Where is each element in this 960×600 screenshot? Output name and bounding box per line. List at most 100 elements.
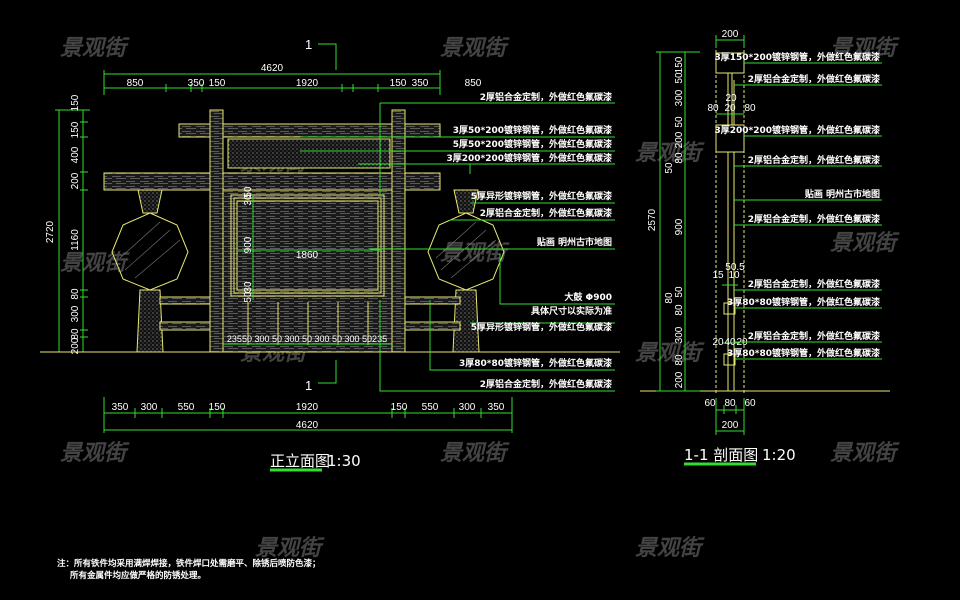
dim-top: 150 [209,78,226,89]
dim-section-left: 50 [664,162,675,174]
drum-right [427,212,505,291]
annotation-label: 具体尺寸以实际为准 [530,305,612,317]
annotation-label: 3厚50*200镀锌钢管，外做红色氟碳漆 [453,124,612,136]
dim-frame-width: 1860 [296,250,319,261]
note-line: 注：所有铁件均采用满焊焊接，铁件焊口处需磨平、除锈后喷防色漆； [57,558,321,569]
dim-section-top: 200 [722,29,739,40]
dim-left: 200 [70,337,81,354]
dim-bottom: 300 [459,402,476,413]
dim-section-inner: 40 [724,337,736,348]
elevation-title: 正立面图 [270,452,330,470]
section-scale: 1:20 [762,446,796,464]
dim-bottom: 150 [391,402,408,413]
dim-frame: 50 [243,291,254,303]
dim-section-left: 80 [674,304,685,316]
watermark: 景观街 [635,341,705,366]
dim-section-left: 300 [674,326,685,343]
dim-section-inner: 50.5 [725,262,745,273]
annotation-label: 3厚200*200镀锌钢管，外做红色氟碳漆 [714,124,880,136]
dim-bottom: 350 [488,402,505,413]
annotation-label: 2厚铝合金定制，外做红色氟碳漆 [748,278,880,290]
annotation-label: 3厚80*80镀锌钢管，外做红色氟碳漆 [727,347,880,359]
watermark: 景观街 [830,441,900,466]
dim-left: 150 [70,94,81,111]
dim-section-inner: 10 [728,270,740,281]
drum-left [111,212,189,291]
annotation-label: 2厚铝合金定制，外做红色氟碳漆 [748,330,880,342]
watermark: 景观街 [830,231,900,256]
dim-top: 350 [412,78,429,89]
dim-top: 850 [127,78,144,89]
dim-frame: 900 [243,236,254,253]
dim-section-inner: 20 [724,103,736,114]
dim-left: 1160 [70,229,81,251]
dim-bottom: 150 [209,402,226,413]
dim-frame: 50 [243,186,254,198]
watermark: 景观街 [255,536,325,561]
dim-section-inner: 80 [707,103,719,114]
dim-bottom: 300 [141,402,158,413]
dim-bottom: 1920 [296,402,319,413]
dim-section-inner: 20 [712,337,724,348]
dim-section-left: 50 [674,72,685,84]
dim-top: 1920 [296,78,319,89]
dim-section-height: 2570 [647,208,658,231]
dim-section-bottom: 80 [724,398,736,409]
dim-left: 80 [70,288,81,300]
dim-section-left: 80 [664,292,675,304]
dim-top: 150 [390,78,407,89]
annotation-label: 5厚异形镀锌钢管，外做红色氟碳漆 [471,190,612,202]
annotation-label: 3厚150*200镀锌钢管，外做红色氟碳漆 [714,51,880,63]
annotation-label: 5厚异形镀锌钢管，外做红色氟碳漆 [471,321,612,333]
annotation-label: 3厚200*200镀锌钢管，外做红色氟碳漆 [446,152,612,164]
dim-section-inner: 80 [744,103,756,114]
section-mark-bottom: 1 [305,378,312,393]
dim-section-left: 80 [674,354,685,366]
dim-left: 150 [70,121,81,138]
watermark: 景观街 [830,36,900,61]
dim-section-left: 80 [674,152,685,164]
note-line: 所有金属件均应做严格的防锈处理。 [69,570,206,581]
dim-overall-height: 2720 [45,220,56,243]
dim-left: 400 [70,146,81,163]
annotation-label: 2厚铝合金定制，外做红色氟碳漆 [480,91,612,103]
watermark: 景观街 [440,241,510,266]
dim-top: 350 [188,78,205,89]
dim-bottom: 550 [422,402,439,413]
watermark: 景观街 [60,36,130,61]
annotation-label: 贴画 明州古市地图 [805,188,880,200]
dim-section-left: 300 [674,89,685,106]
watermark: 景观街 [440,36,510,61]
annotation-label: 2厚铝合金定制，外做红色氟碳漆 [748,154,880,166]
dim-left: 200 [70,172,81,189]
dim-section-inner: 20 [725,93,737,104]
watermark: 景观街 [635,536,705,561]
dim-frame: 30 [243,194,254,206]
dim-section-left: 150 [674,56,685,73]
section-view: 200 2570 150 50 300 50 200 80 50 900 50 … [640,29,890,466]
general-notes: 注：所有铁件均采用满焊焊接，铁件焊口处需磨平、除锈后喷防色漆； 所有金属件均应做… [57,558,321,581]
dim-bottom: 550 [178,402,195,413]
dim-section-left: 50 [674,286,685,298]
dim-bottom: 350 [112,402,129,413]
watermark: 景观街 [60,251,130,276]
dim-section-bottom: 60 [704,398,716,409]
watermark: 景观街 [635,141,705,166]
section-title: 1-1 剖面图 [684,446,758,464]
watermark: 景观街 [440,441,510,466]
dim-left: 300 [70,305,81,322]
dim-section-left: 900 [674,218,685,235]
annotation-label: 3厚80*80镀锌钢管，外做红色氟碳漆 [459,357,612,369]
dim-top: 850 [465,78,482,89]
dim-frame: 30 [243,281,254,293]
dim-left: 80 [70,328,81,340]
annotation-label: 2厚铝合金定制，外做红色氟碳漆 [748,73,880,85]
dim-section-left: 50 [674,116,685,128]
elevation-scale: 1:30 [327,452,361,470]
dim-overall-width: 4620 [261,63,284,74]
dim-rails: 23550 300 50 300 50 300 50 300 50235 [227,334,387,344]
annotation-label: 贴画 明州古市地图 [537,236,612,248]
dim-section-left: 200 [674,371,685,388]
annotation-label: 3厚80*80镀锌钢管，外做红色氟碳漆 [727,296,880,308]
